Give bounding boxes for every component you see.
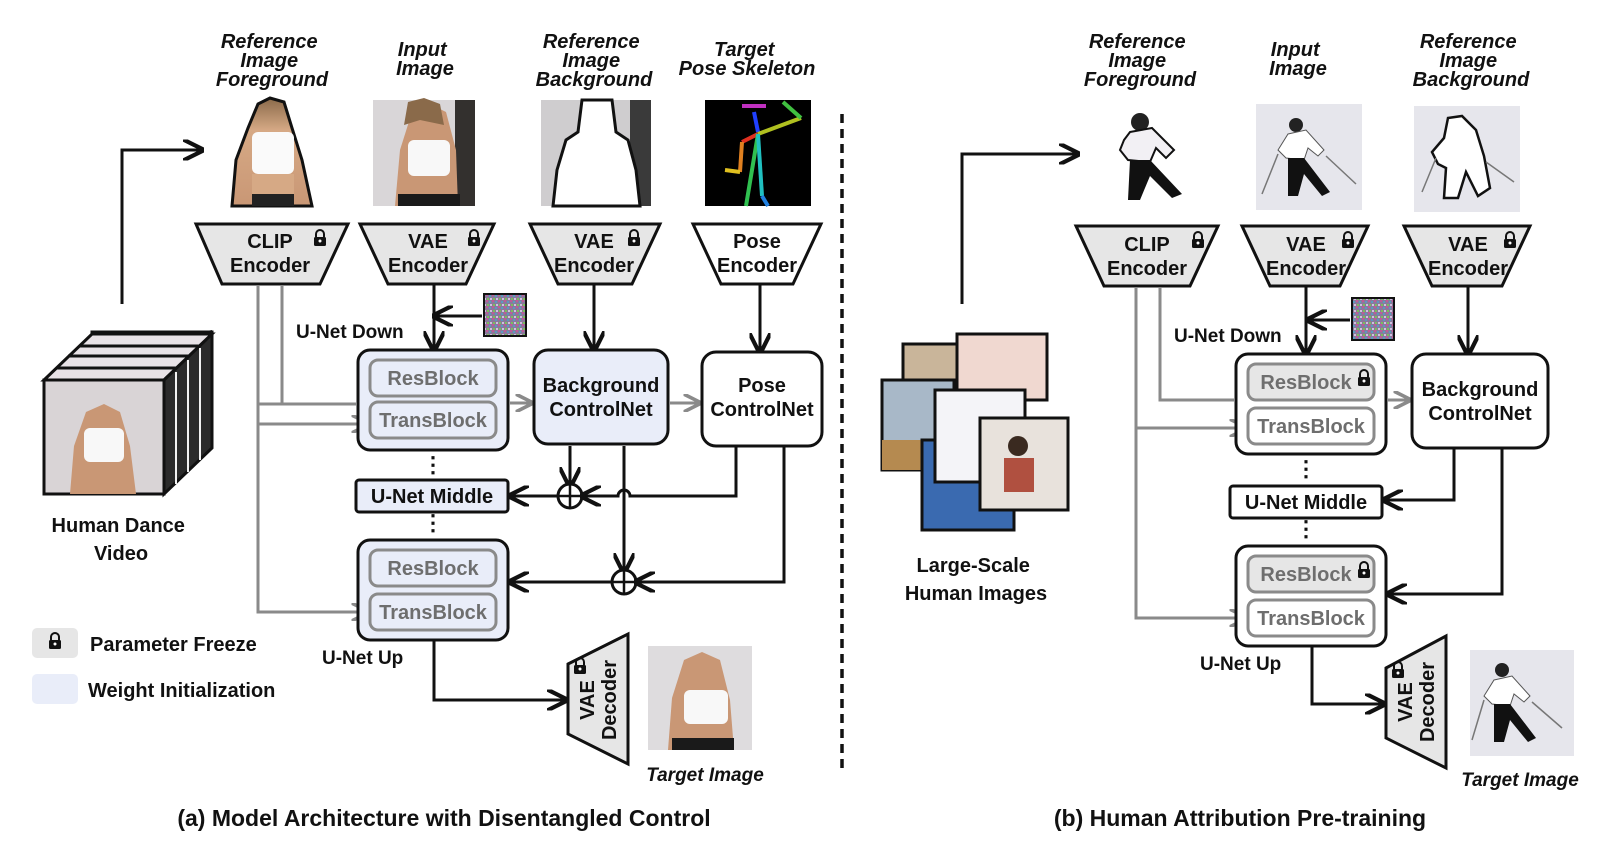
legend-init-label: Weight Initialization	[88, 680, 275, 702]
arrow-up-to-decoder-a	[432, 640, 564, 700]
image-pose-skeleton-a	[705, 100, 811, 208]
clip-line-1-b	[1158, 288, 1234, 402]
image-ref-background-b	[1414, 106, 1520, 212]
image-ref-foreground-b	[1118, 113, 1182, 200]
image-target-a	[648, 646, 752, 750]
image-input-b	[1256, 104, 1362, 210]
image-input-a	[373, 98, 475, 206]
unet-up-label-a: U-Net Up	[322, 648, 403, 669]
arrow-posecn-to-sum2-a	[638, 446, 786, 582]
arrow-up-to-decoder-b	[1310, 646, 1382, 704]
target-image-label-b: Target Image	[1461, 770, 1579, 791]
ellipsis: ⋮	[422, 452, 444, 477]
unet-down-label-b: U-Net Down	[1174, 326, 1282, 347]
unet-up-block-b: ResBlock TransBlock	[1234, 544, 1388, 648]
unet-middle-a: U-Net Middle	[354, 478, 510, 514]
transblock-label: TransBlock	[1257, 416, 1366, 438]
noise-latent-a	[483, 293, 527, 337]
ellipsis: ⋮	[1295, 456, 1317, 481]
unet-down-label-a: U-Net Down	[296, 322, 404, 343]
svg-text:U-Net Middle: U-Net Middle	[371, 486, 493, 508]
noise-latent-b	[1351, 297, 1395, 341]
arrow-bgcn-to-middle-b	[1386, 448, 1456, 500]
clip-line-1-a	[280, 286, 356, 406]
vae-decoder-b: VAEDecoder	[1384, 633, 1448, 771]
ellipsis: ⋮	[422, 510, 444, 535]
title-target-pose-a: Target Pose Skeleton	[679, 39, 816, 80]
transblock-label: TransBlock	[379, 602, 488, 624]
image-ref-foreground-a	[230, 96, 314, 208]
panel-b: Reference Image Foreground Input Image R…	[880, 31, 1579, 831]
unet-down-block-b: ResBlock TransBlock	[1234, 352, 1388, 456]
unet-up-label-b: U-Net Up	[1200, 654, 1281, 675]
video-cube-a	[40, 330, 216, 498]
title-ref-background-b: Reference Image Background	[1413, 31, 1530, 91]
unet-down-block-a: ResBlock TransBlock	[356, 348, 510, 452]
title-input-image-b: Input Image	[1269, 39, 1327, 80]
caption-b: (b) Human Attribution Pre-training	[1054, 805, 1426, 831]
vae-decoder-a: VAEDecoder	[566, 631, 630, 767]
arrow-bgcn-to-up-b	[1390, 448, 1504, 594]
resblock-label: ResBlock	[387, 558, 479, 580]
image-ref-background-a	[541, 98, 651, 208]
clip-line-2-b	[1134, 288, 1244, 618]
title-ref-foreground-a: Reference Image Foreground	[216, 31, 329, 91]
caption-a: (a) Model Architecture with Disentangled…	[177, 805, 710, 831]
resblock-label: ResBlock	[1260, 564, 1352, 586]
unet-up-block-a: ResBlock TransBlock	[356, 538, 510, 642]
svg-text:U-Net Middle: U-Net Middle	[1245, 492, 1367, 514]
image-collage-b	[880, 332, 1070, 532]
arrow-posecn-to-sum1-a	[584, 446, 738, 496]
legend-freeze-label: Parameter Freeze	[90, 634, 257, 656]
unet-middle-b: U-Net Middle	[1228, 484, 1384, 520]
arrow-video-to-foreground-a	[120, 150, 200, 304]
resblock-label: ResBlock	[1260, 372, 1352, 394]
resblock-label: ResBlock	[387, 368, 479, 390]
clip-line-2-a	[256, 286, 366, 612]
panel-a: Reference Image Foreground Input Image R…	[32, 31, 824, 831]
title-ref-background-a: Reference Image Background	[536, 31, 653, 91]
legend-init-swatch	[32, 674, 78, 704]
images-label-b: Large-Scale Human Images	[905, 555, 1047, 605]
image-target-b	[1470, 650, 1574, 756]
legend: Parameter Freeze Weight Initialization	[32, 628, 275, 704]
svg-text:VAEDecoder: VAEDecoder	[1395, 662, 1439, 742]
svg-text:VAEDecoder: VAEDecoder	[577, 660, 621, 740]
target-image-label-a: Target Image	[646, 765, 764, 786]
arrow-images-to-foreground-b	[960, 154, 1076, 304]
ellipsis: ⋮	[1295, 516, 1317, 541]
transblock-label: TransBlock	[1257, 608, 1366, 630]
title-input-image-a: Input Image	[396, 39, 454, 80]
transblock-label: TransBlock	[379, 410, 488, 432]
title-ref-foreground-b: Reference Image Foreground	[1084, 31, 1197, 91]
video-label-a: Human Dance Video	[52, 515, 191, 565]
